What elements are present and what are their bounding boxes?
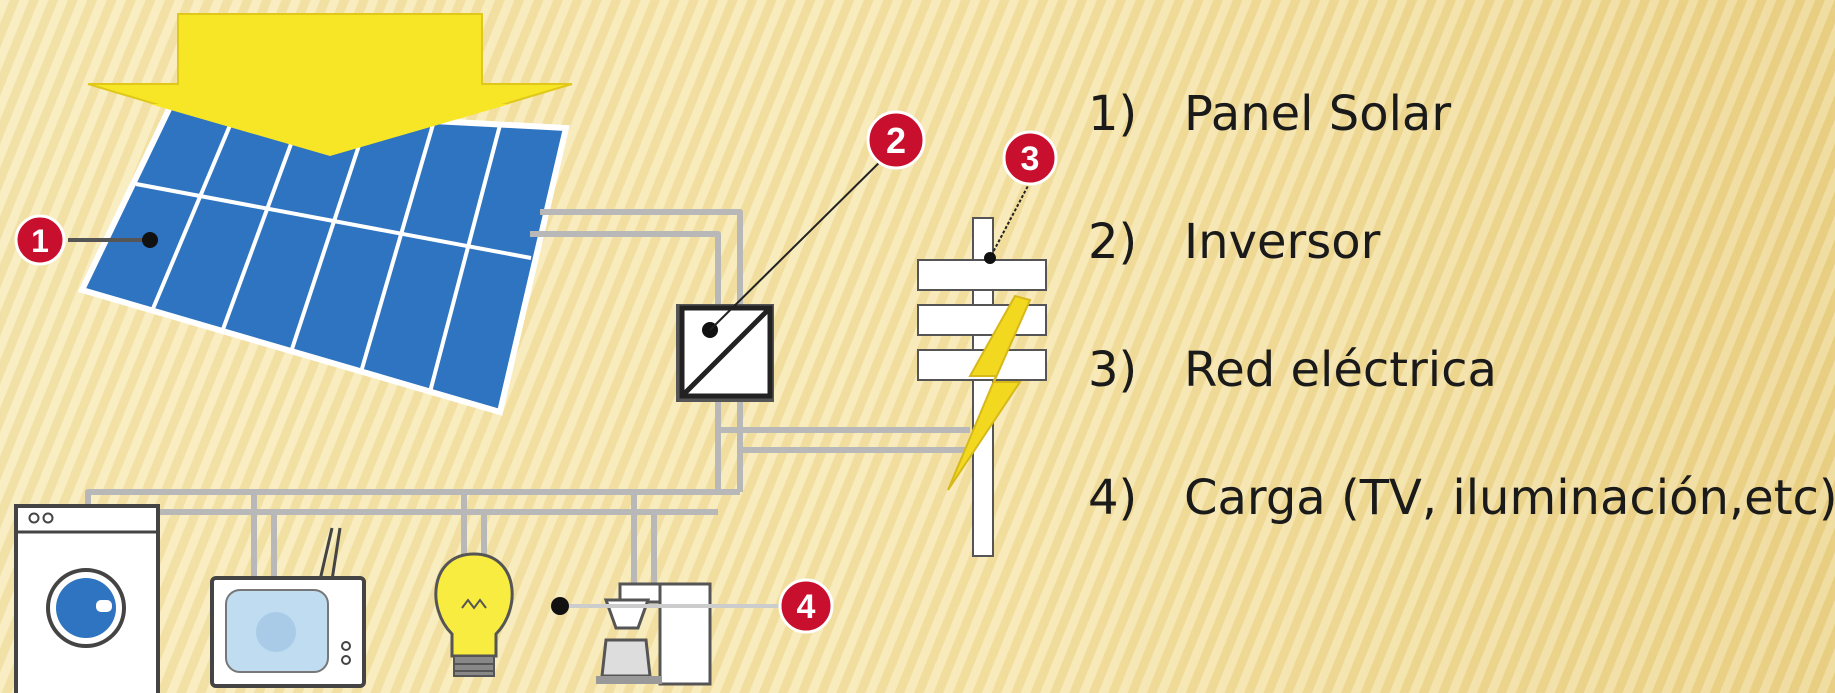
legend-number: 4) <box>1088 470 1138 526</box>
legend-label: Inversor <box>1184 214 1381 270</box>
legend-label: Red eléctrica <box>1184 342 1497 398</box>
legend-item-panel-solar: 1) Panel Solar <box>1088 86 1835 214</box>
lightning-bolt-icon <box>947 294 1032 491</box>
legend-list: 1) Panel Solar 2) Inversor 3) Red eléctr… <box>1088 86 1835 598</box>
legend-number: 2) <box>1088 214 1138 270</box>
marker-2-label: 2 <box>886 120 906 161</box>
marker-1: 1 <box>14 214 66 266</box>
legend-item-red-electrica: 3) Red eléctrica <box>1088 342 1835 470</box>
tv-icon <box>210 527 366 688</box>
legend-number: 1) <box>1088 86 1138 142</box>
callout-lines <box>68 145 1031 615</box>
wiring <box>85 209 970 586</box>
legend-label: Carga (TV, iluminación,etc) <box>1184 470 1835 526</box>
marker-2: 2 <box>866 110 926 170</box>
legend-number: 3) <box>1088 342 1138 398</box>
legend-label: Panel Solar <box>1184 86 1452 142</box>
solar-panel <box>77 103 570 416</box>
sunlight-arrow-tip <box>150 104 510 156</box>
marker-3: 3 <box>1002 130 1058 186</box>
coffee-maker-icon <box>596 582 712 686</box>
marker-3-label: 3 <box>1021 140 1040 178</box>
marker-4: 4 <box>778 578 834 634</box>
inverter <box>676 304 774 402</box>
marker-4-label: 4 <box>797 588 816 626</box>
legend-item-inversor: 2) Inversor <box>1088 214 1835 342</box>
marker-1-label: 1 <box>31 223 49 259</box>
washing-machine-icon <box>14 504 160 693</box>
power-pole <box>917 217 1047 557</box>
legend-item-carga: 4) Carga (TV, iluminación,etc) <box>1088 470 1835 598</box>
light-bulb-icon <box>434 552 514 677</box>
